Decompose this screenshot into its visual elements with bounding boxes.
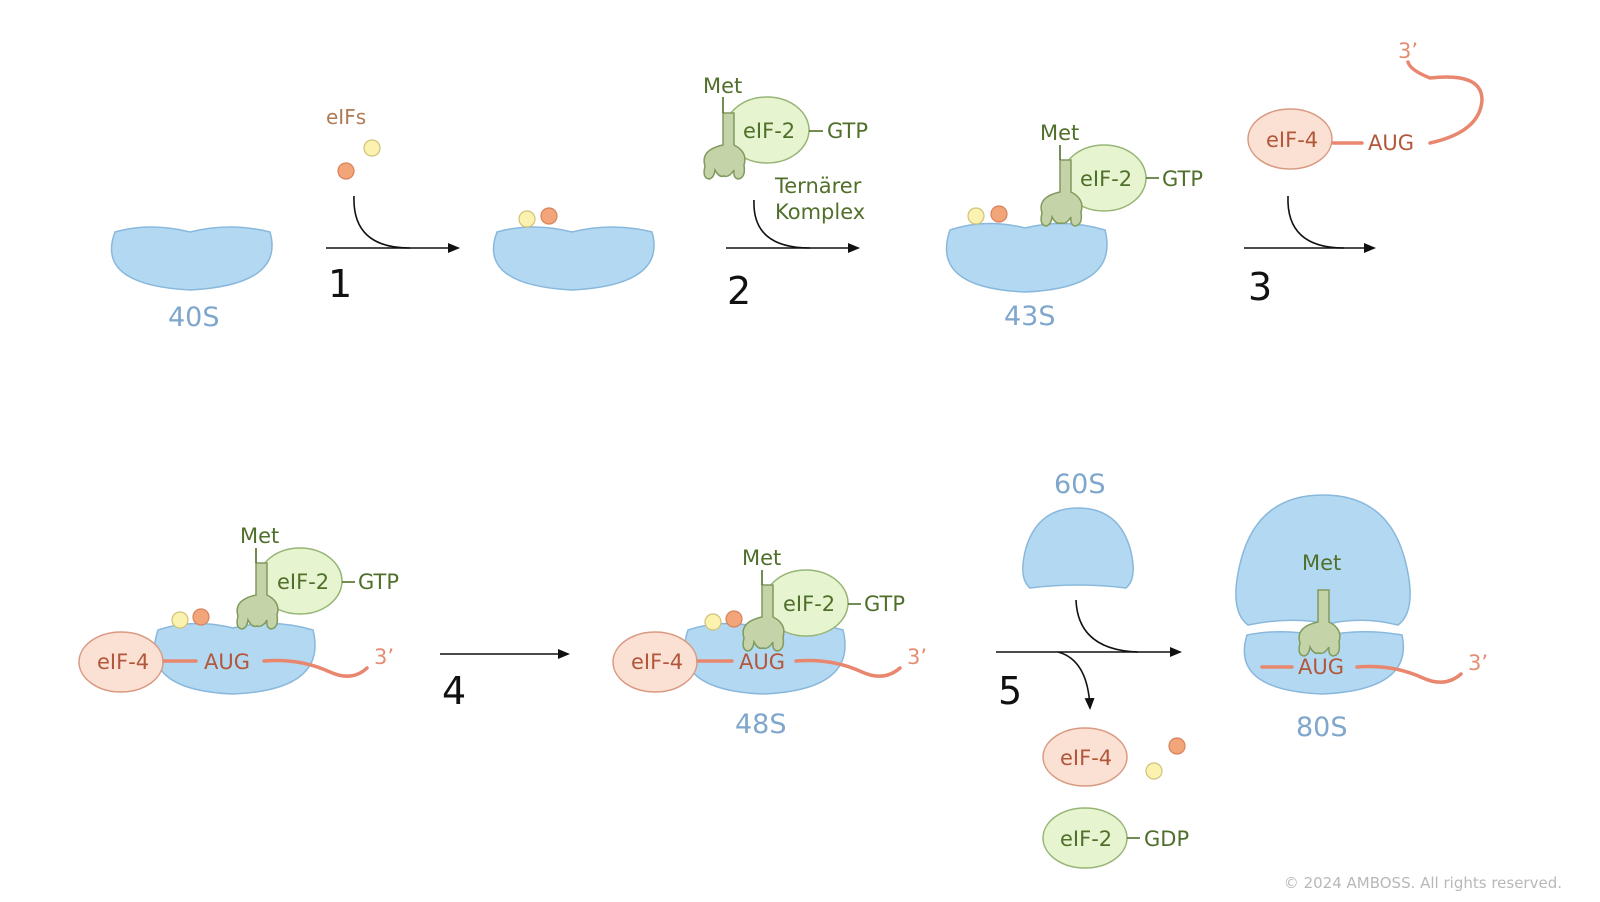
step-4-number: 4 xyxy=(442,669,466,713)
released-eif2 xyxy=(1042,807,1140,869)
step-2-number: 2 xyxy=(727,269,751,313)
label-met-80s: Met xyxy=(1302,551,1341,575)
label-ternary-line2: Komplex xyxy=(775,200,865,224)
label-eif2-released: eIF-2 xyxy=(1060,827,1112,851)
copyright-notice: © 2024 AMBOSS. All rights reserved. xyxy=(1283,874,1562,892)
label-3prime-pre48s: 3’ xyxy=(374,645,394,669)
released-dot-yellow xyxy=(1145,762,1163,780)
curved-arrow-5-out xyxy=(1057,651,1095,710)
label-3prime-step3: 3’ xyxy=(1398,39,1418,63)
label-eif2-pre48s: eIF-2 xyxy=(277,570,329,594)
label-aug-pre48s: AUG xyxy=(204,650,250,674)
label-aug-80s: AUG xyxy=(1298,655,1344,679)
complex-43s xyxy=(945,144,1159,293)
ternary-complex xyxy=(703,96,823,180)
label-aug-48s: AUG xyxy=(739,650,785,674)
eif-dot-yellow xyxy=(363,139,381,157)
released-dot-orange xyxy=(1168,737,1186,755)
label-gtp-48s: GTP xyxy=(864,592,905,616)
label-met-ternary: Met xyxy=(703,74,742,98)
label-3prime-48s: 3’ xyxy=(907,645,927,669)
label-gdp-released: GDP xyxy=(1144,827,1189,851)
ribosome-40s-with-eifs xyxy=(492,207,655,291)
label-met-pre48s: Met xyxy=(240,524,279,548)
label-gtp-ternary: GTP xyxy=(827,119,868,143)
label-ternary-line1: Ternärer xyxy=(774,174,862,198)
ribosome-80s xyxy=(1235,494,1463,695)
label-eif2-ternary: eIF-2 xyxy=(743,119,795,143)
label-43s: 43S xyxy=(1004,301,1056,332)
label-gtp-pre48s: GTP xyxy=(358,570,399,594)
label-met-43s: Met xyxy=(1040,121,1079,145)
label-48s: 48S xyxy=(735,709,787,740)
released-eif4 xyxy=(1042,727,1128,787)
label-gtp-43s: GTP xyxy=(1162,167,1203,191)
eif-dot-orange xyxy=(337,162,355,180)
step-1-number: 1 xyxy=(328,262,352,306)
curved-arrow-3 xyxy=(1287,195,1376,253)
label-eif2-43s: eIF-2 xyxy=(1080,167,1132,191)
label-60s: 60S xyxy=(1054,469,1106,500)
complex-pre-48s xyxy=(78,547,369,695)
label-aug-step3: AUG xyxy=(1368,131,1414,155)
label-eif4-pre48s: eIF-4 xyxy=(97,650,149,674)
eif4-mrna-complex xyxy=(1247,60,1484,170)
label-80s: 80S xyxy=(1296,712,1348,743)
label-eif4-released: eIF-4 xyxy=(1060,746,1112,770)
label-40s: 40S xyxy=(168,302,220,333)
label-eif2-48s: eIF-2 xyxy=(783,592,835,616)
label-3prime-80s: 3’ xyxy=(1468,651,1488,675)
label-eif4-step3: eIF-4 xyxy=(1266,128,1318,152)
label-eif4-48s: eIF-4 xyxy=(631,650,683,674)
ribosome-60s xyxy=(1022,507,1134,589)
step-5-number: 5 xyxy=(998,669,1022,713)
complex-48s xyxy=(612,569,902,695)
step-3-number: 3 xyxy=(1248,265,1272,309)
curved-arrow-1 xyxy=(353,195,460,253)
label-met-48s: Met xyxy=(742,546,781,570)
label-eifs: eIFs xyxy=(326,105,366,129)
ribosome-40s-start xyxy=(110,226,273,291)
curved-arrow-5-in xyxy=(1075,599,1182,657)
